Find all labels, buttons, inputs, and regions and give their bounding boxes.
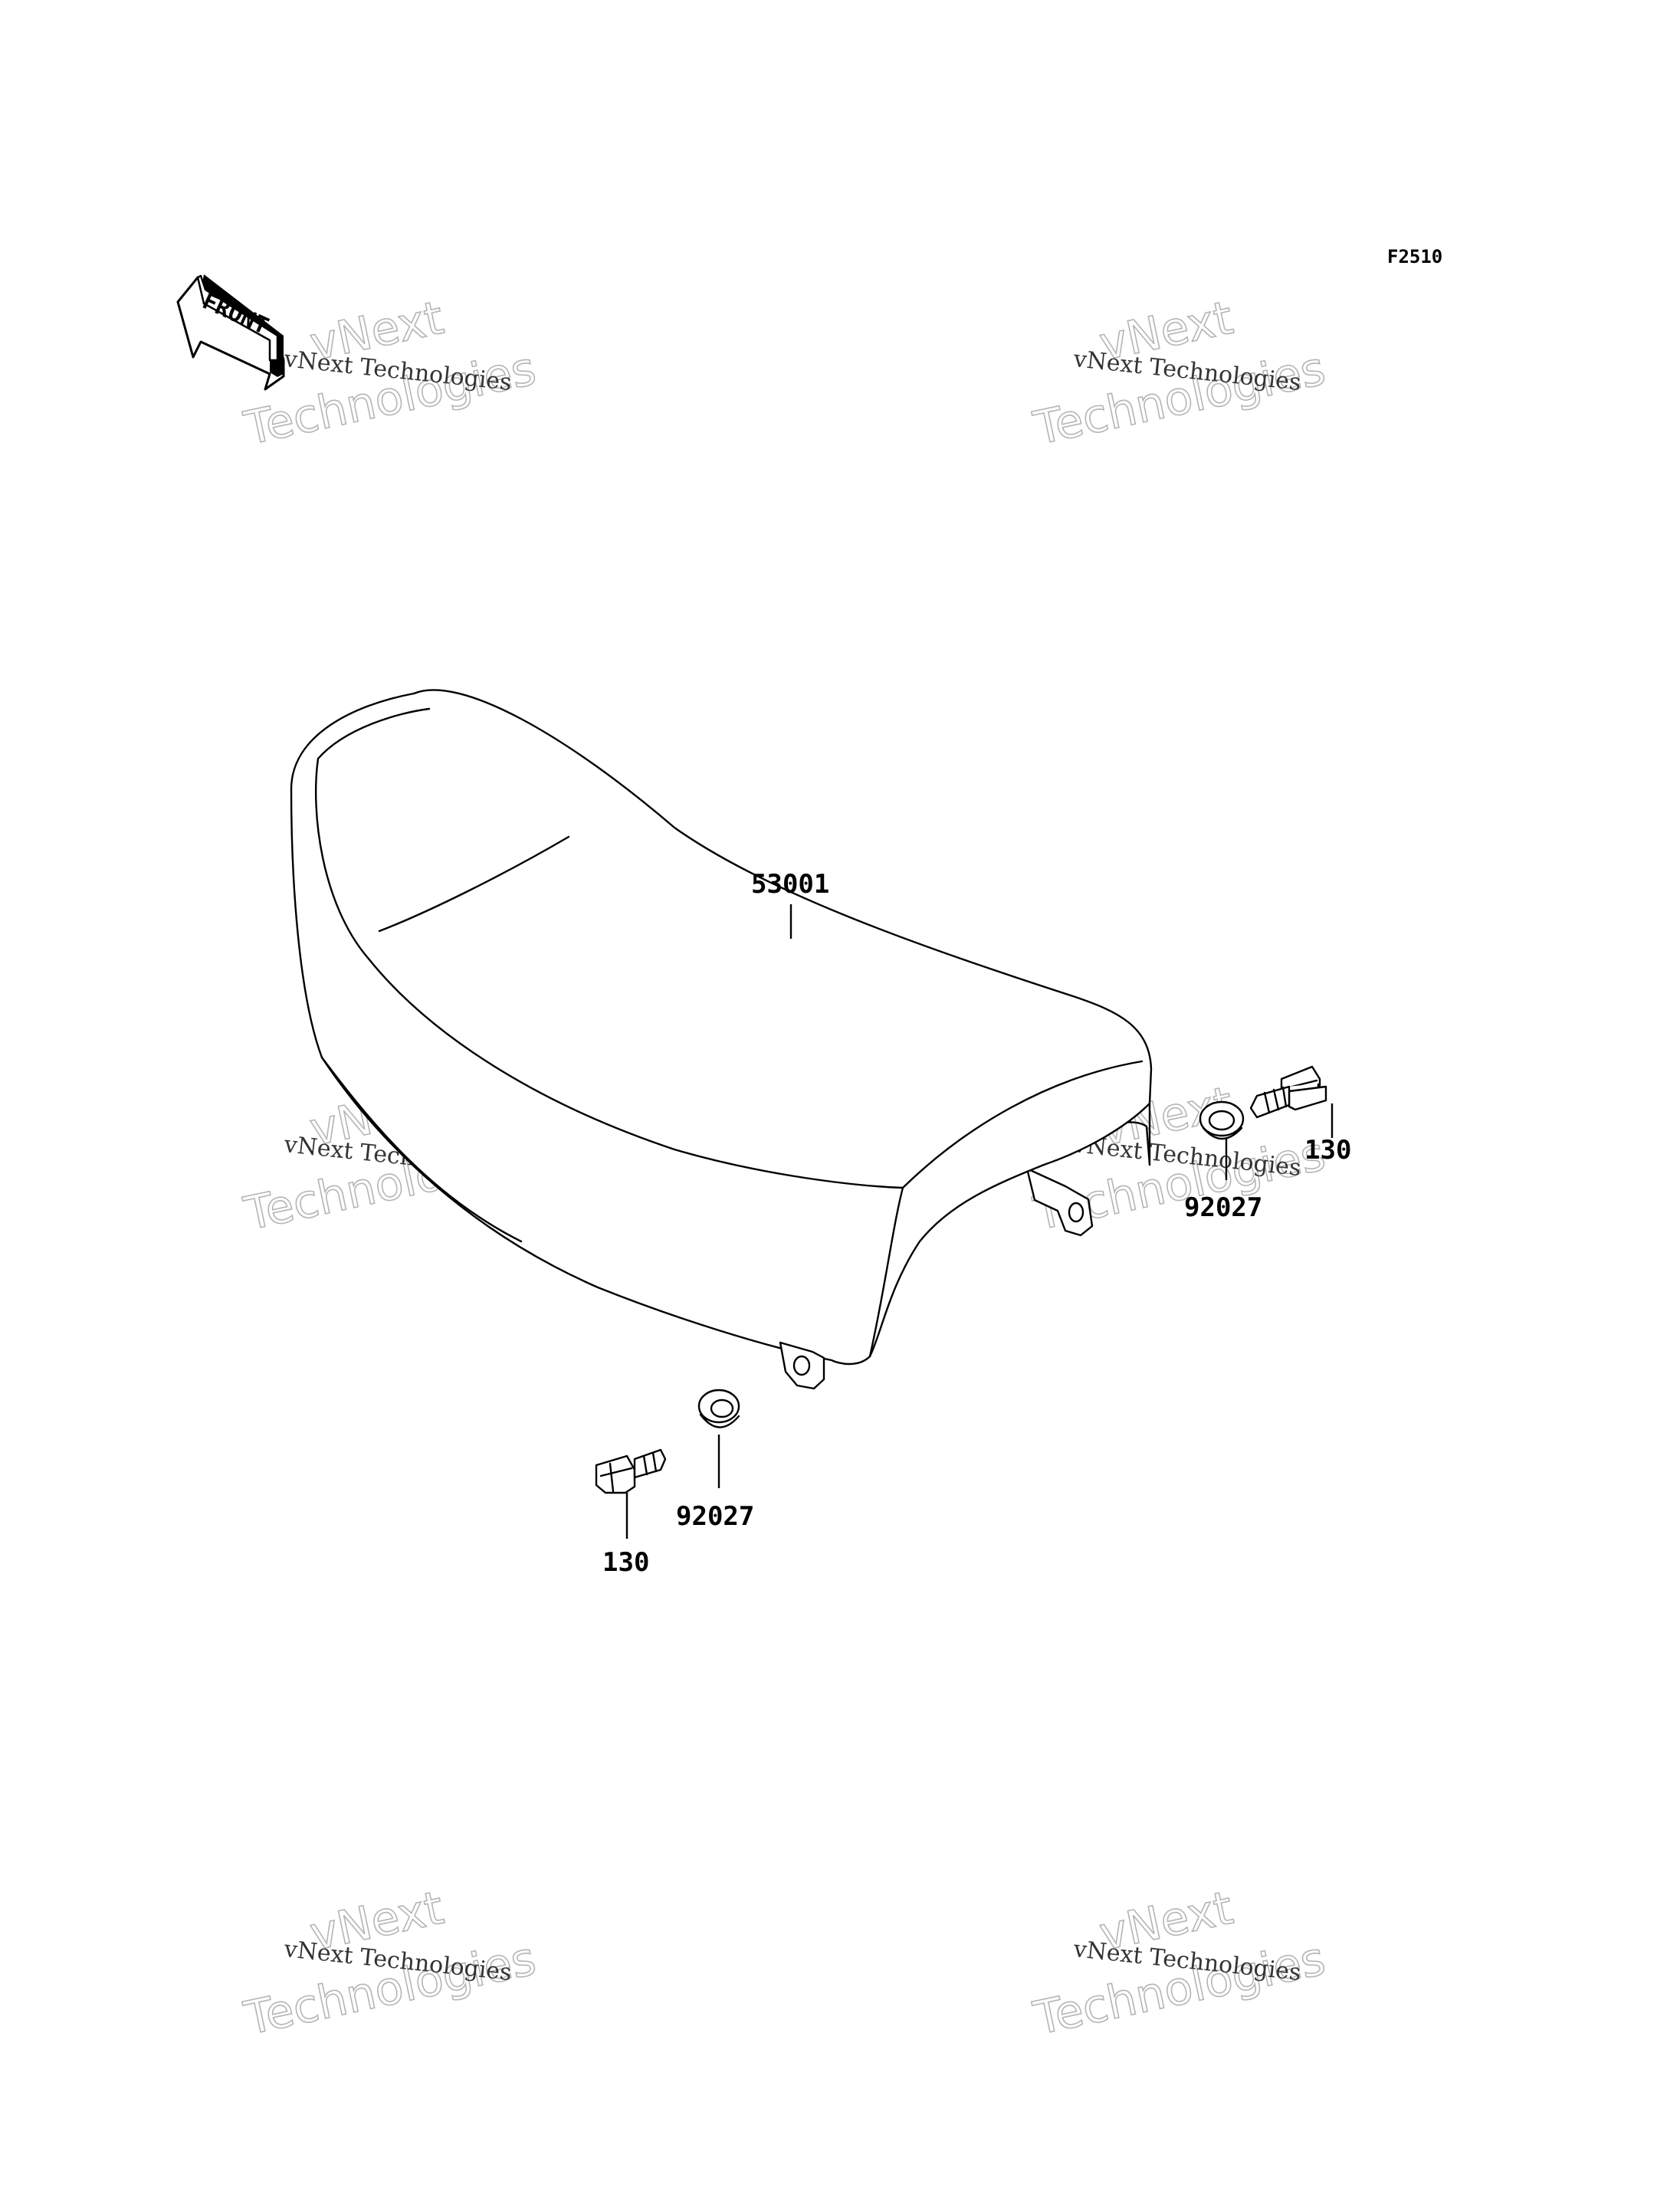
watermark-bottom-left: vNext Technologies vNext Technologies (239, 1881, 541, 2047)
callout-collar-front: 92027 (676, 1501, 754, 1532)
front-arrow-icon (176, 274, 285, 391)
seat-seam (378, 835, 570, 933)
figure-code: F2510 (1387, 246, 1442, 267)
seat-top-edge (317, 707, 431, 760)
watermark-top-right: vNext Technologies vNext Technologies (1029, 290, 1331, 457)
seat-rear-mount-tab (1025, 1167, 1094, 1237)
collar-rear-drawing (1199, 1100, 1245, 1140)
seat-body (290, 689, 1153, 1366)
watermark-bottom-right: vNext Technologies vNext Technologies (1029, 1881, 1331, 2047)
callout-collar-rear: 92027 (1184, 1192, 1262, 1223)
seat-drawing (290, 689, 1153, 1390)
bolt-rear-shank (1249, 1085, 1291, 1119)
bolt-front-drawing (595, 1448, 667, 1494)
callout-bolt-rear: 130 (1304, 1135, 1351, 1166)
callout-seat: 53001 (751, 869, 829, 900)
collar-front-drawing (697, 1389, 740, 1428)
callout-bolt-front: 130 (602, 1547, 649, 1578)
seat-front-mount-tab (779, 1341, 825, 1390)
bolt-rear-drawing (1280, 1065, 1327, 1111)
